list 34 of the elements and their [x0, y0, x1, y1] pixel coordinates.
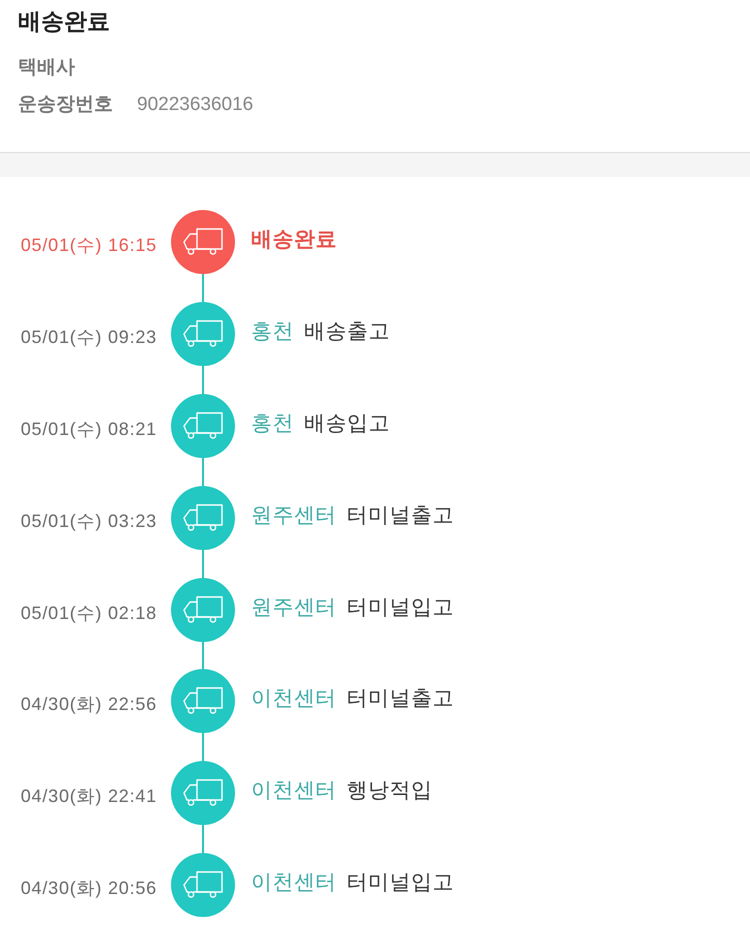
timestamp: 05/01(수) 09:23 [20, 326, 157, 349]
status-text: 배송출고 [304, 319, 390, 345]
timestamp: 04/30(화) 22:56 [20, 693, 157, 716]
timestamp: 04/30(화) 20:56 [20, 877, 157, 900]
status-text: 터미널입고 [346, 595, 454, 621]
field-label: 운송장번호 [18, 93, 113, 117]
status-text: 터미널출고 [346, 686, 454, 712]
timestamp: 04/30(화) 22:41 [20, 785, 157, 808]
timeline-line [202, 550, 204, 578]
timeline-line [202, 366, 204, 394]
location-text: 홍천 [251, 411, 294, 437]
location-text: 이천센터 [251, 686, 337, 712]
status-text: 배송완료 [251, 227, 337, 253]
timeline-line [202, 642, 204, 669]
timestamp: 05/01(수) 03:23 [20, 510, 157, 533]
location-text: 원주센터 [251, 503, 337, 529]
status-text: 행낭적입 [346, 778, 433, 804]
status-text: 배송입고 [304, 411, 390, 437]
heading: 배송완료 [18, 7, 110, 36]
timeline-line [202, 733, 204, 761]
location-text: 원주센터 [251, 595, 337, 621]
location-text: 홍천 [251, 319, 294, 345]
status-text: 터미널입고 [346, 870, 454, 896]
timestamp: 05/01(수) 02:18 [20, 602, 157, 625]
location-text: 이천센터 [251, 778, 337, 804]
field-label: 택배사 [18, 56, 75, 80]
timeline-line [202, 458, 204, 486]
location-text: 이천센터 [251, 870, 337, 896]
tracking-number: 90223636016 [137, 93, 254, 117]
status-text: 터미널출고 [346, 503, 454, 529]
timestamp: 05/01(수) 16:15 [20, 234, 157, 257]
timeline-line [202, 825, 204, 853]
timeline-line [202, 274, 204, 302]
timestamp: 05/01(수) 08:21 [20, 418, 157, 441]
